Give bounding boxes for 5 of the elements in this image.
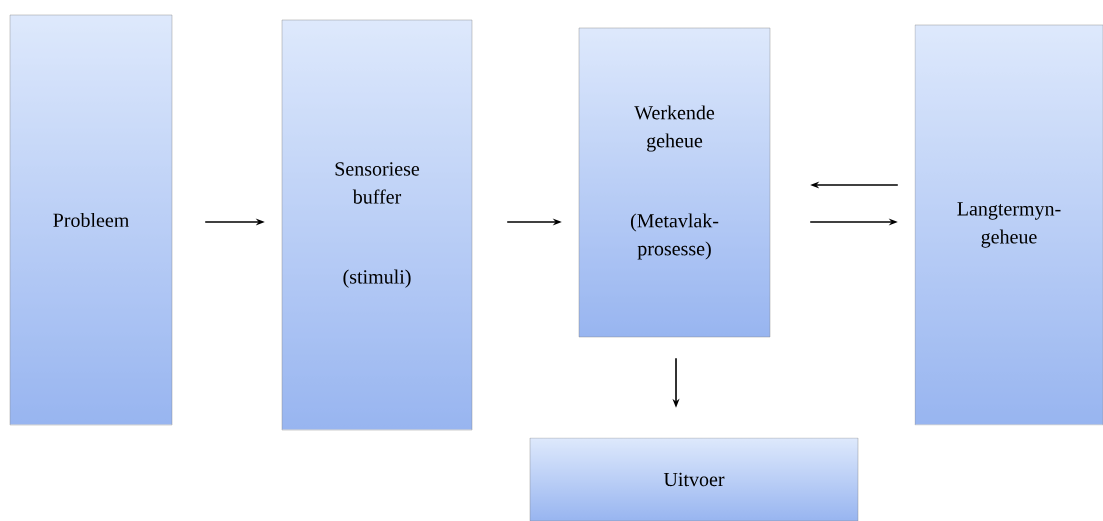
box: Sensoriese buffer (stimuli)	[281, 19, 473, 431]
output-box: Uitvoer	[529, 437, 859, 521]
box: Werkende geheue (Metavlak-prosesse)	[578, 27, 771, 338]
box: Langtermyn-geheue	[914, 24, 1103, 426]
box: Probleem	[9, 14, 173, 426]
